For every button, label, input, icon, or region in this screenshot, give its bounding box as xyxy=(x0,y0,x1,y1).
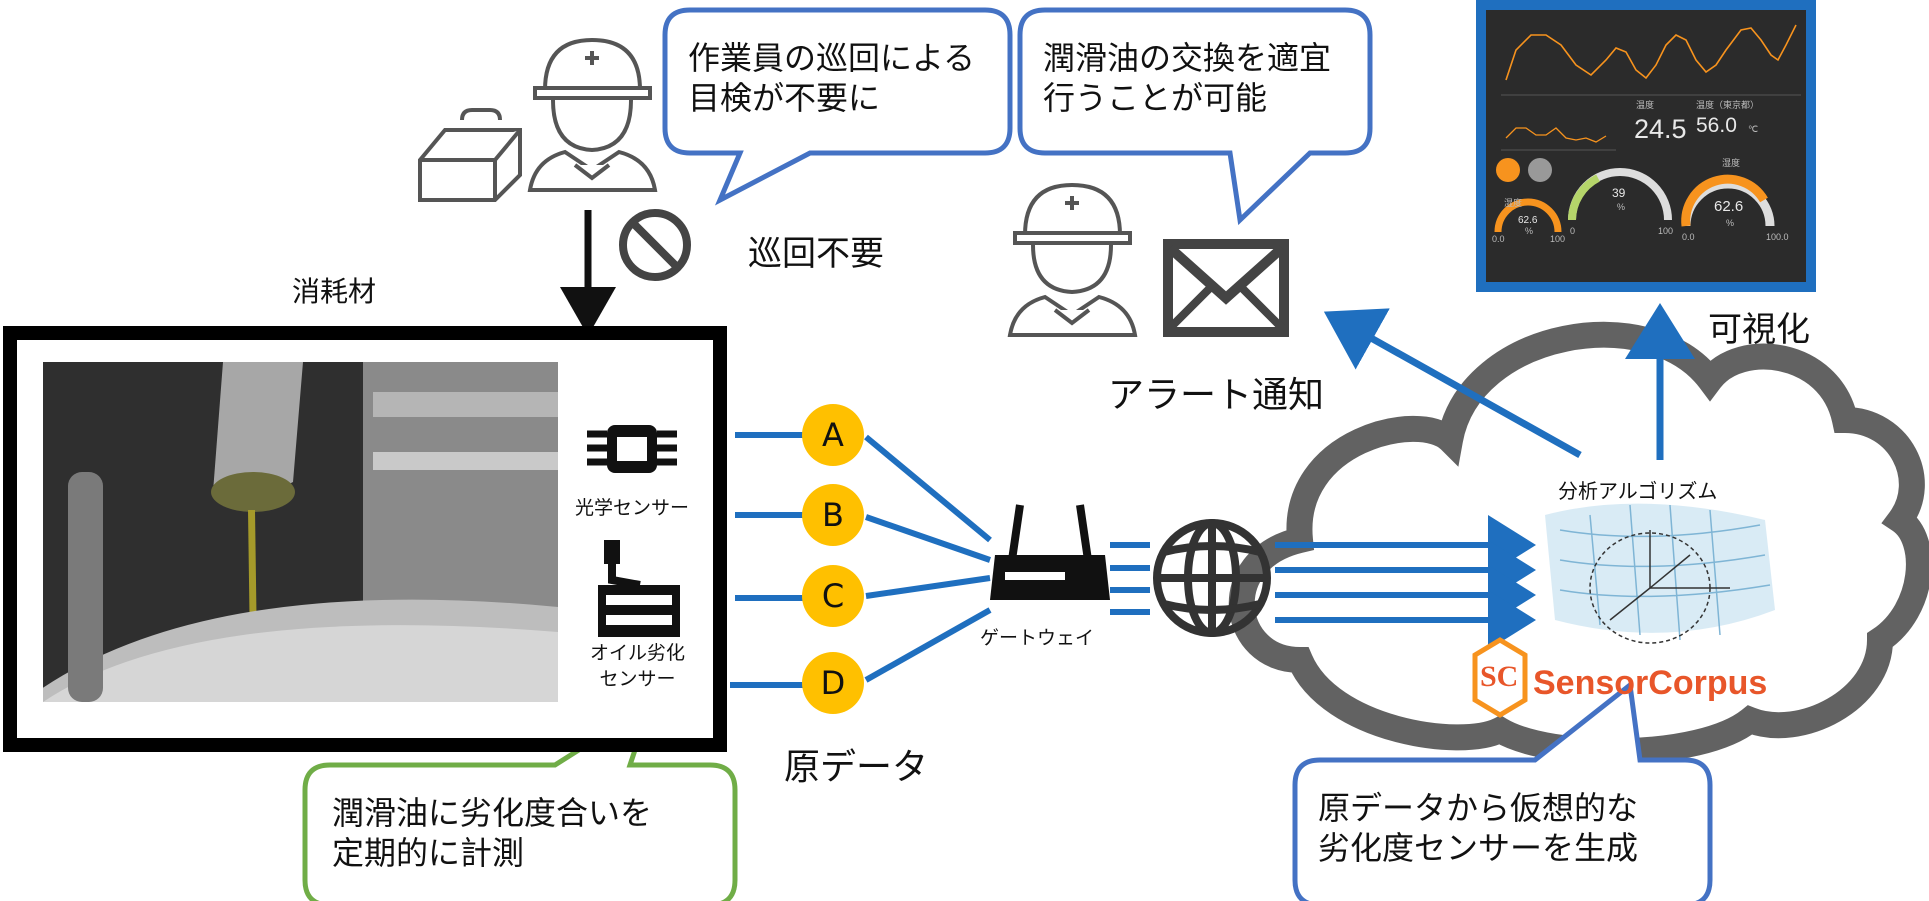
optical-sensor-label: 光学センサー xyxy=(575,497,690,519)
bubble-patrol-shape xyxy=(662,7,1013,206)
visualization-label: 可視化 xyxy=(1708,310,1810,350)
alert-arrow xyxy=(1323,308,1582,459)
worker-icon xyxy=(527,37,658,192)
channel-d-label: D xyxy=(820,664,846,702)
gauge-left-max: 100 xyxy=(1550,234,1566,244)
brand-mark-text: SC xyxy=(1480,660,1519,693)
gateway-label: ゲートウェイ xyxy=(980,627,1095,649)
oil-sensor-icon xyxy=(598,540,680,637)
envelope-icon xyxy=(1163,239,1289,337)
dashboard-panel: 温度 温度（東京都） 24.5 56.0 ℃ 湿度 62.6 % 0.0 100… xyxy=(1486,10,1806,282)
dash-value2-label: 温度（東京都） xyxy=(1696,100,1760,110)
router-icon xyxy=(990,504,1110,600)
gauge-right xyxy=(1681,174,1768,227)
channel-d-circle xyxy=(802,652,864,714)
oil-photo-drawing xyxy=(43,362,558,702)
bubble-virtual-sensor-shape xyxy=(1292,680,1713,901)
gauge-left-label: 湿度 xyxy=(1504,198,1523,208)
gauge-center-max: 100 xyxy=(1658,226,1674,236)
consumable-label: 消耗材 xyxy=(292,275,377,308)
channel-c-circle xyxy=(802,565,864,627)
sensor-lines xyxy=(730,432,992,688)
status-orange-dot xyxy=(1496,158,1520,182)
brand-name: SensorCorpus xyxy=(1533,664,1768,702)
temperature-line xyxy=(1505,24,1797,81)
dash-value1: 24.5 xyxy=(1634,114,1687,144)
gauge-left-min: 0.0 xyxy=(1492,234,1505,244)
bubble-measure-text: 潤滑油に劣化度合いを 定期的に計測 xyxy=(332,794,653,872)
bubble-measure-shape xyxy=(302,699,738,901)
sub-chart-line xyxy=(1505,127,1607,143)
algorithm-label: 分析アルゴリズム xyxy=(1558,479,1718,503)
dash-value2-unit: ℃ xyxy=(1748,124,1759,134)
channel-b-circle xyxy=(802,484,864,546)
toolbox-icon xyxy=(418,108,522,202)
channel-a-circle xyxy=(802,404,864,466)
dashboard-frame xyxy=(1476,0,1816,292)
gauge-right-value: 62.6 xyxy=(1714,198,1744,215)
gauge-left-value: 62.6 xyxy=(1518,215,1538,226)
chip-icon xyxy=(587,425,677,473)
status-gray-dot xyxy=(1528,158,1552,182)
oil-photo xyxy=(43,362,558,702)
dashboard-graphics xyxy=(1486,10,1806,233)
no-patrol-label: 巡回不要 xyxy=(748,234,884,274)
channel-b-label: B xyxy=(822,496,844,534)
bubble-patrol-text: 作業員の巡回による 目検が不要に xyxy=(688,39,976,117)
gauge-center-unit: % xyxy=(1617,202,1626,212)
bubble-virtual-sensor-text: 原データから仮想的な 劣化度センサーを生成 xyxy=(1318,789,1639,867)
gauge-right-unit: % xyxy=(1726,218,1735,228)
gauge-left xyxy=(1494,198,1562,233)
router-globe-lines xyxy=(1110,542,1150,615)
dash-value2: 56.0 xyxy=(1696,114,1737,137)
channel-a-label: A xyxy=(822,416,844,454)
gauge-center xyxy=(1568,174,1600,221)
bubble-oil-change-shape xyxy=(1017,7,1373,226)
alert-label: アラート通知 xyxy=(1108,375,1325,416)
dash-value1-label: 温度 xyxy=(1636,100,1655,110)
worker-2-icon xyxy=(1007,182,1138,337)
bubble-oil-change-text: 潤滑油の交換を適宜 行うことが可能 xyxy=(1043,39,1332,117)
data-arrows xyxy=(1275,515,1536,650)
raw-data-label: 原データ xyxy=(784,747,929,788)
gauge-right-max: 100.0 xyxy=(1766,232,1789,242)
sensorcorpus-logo-mark xyxy=(1472,637,1528,718)
gauge-left-unit: % xyxy=(1525,226,1534,236)
prohibited-icon xyxy=(619,209,691,281)
channel-c-label: C xyxy=(821,577,845,615)
globe-icon xyxy=(1153,519,1271,637)
oil-sensor-label: オイル劣化 センサー xyxy=(590,642,686,690)
gauge-right-label: 湿度 xyxy=(1722,158,1741,168)
gauge-center-value: 39 xyxy=(1612,186,1626,200)
sphere-graphic xyxy=(1545,503,1775,644)
gauge-center-min: 0 xyxy=(1570,226,1576,236)
gauge-right-min: 0.0 xyxy=(1682,232,1695,242)
